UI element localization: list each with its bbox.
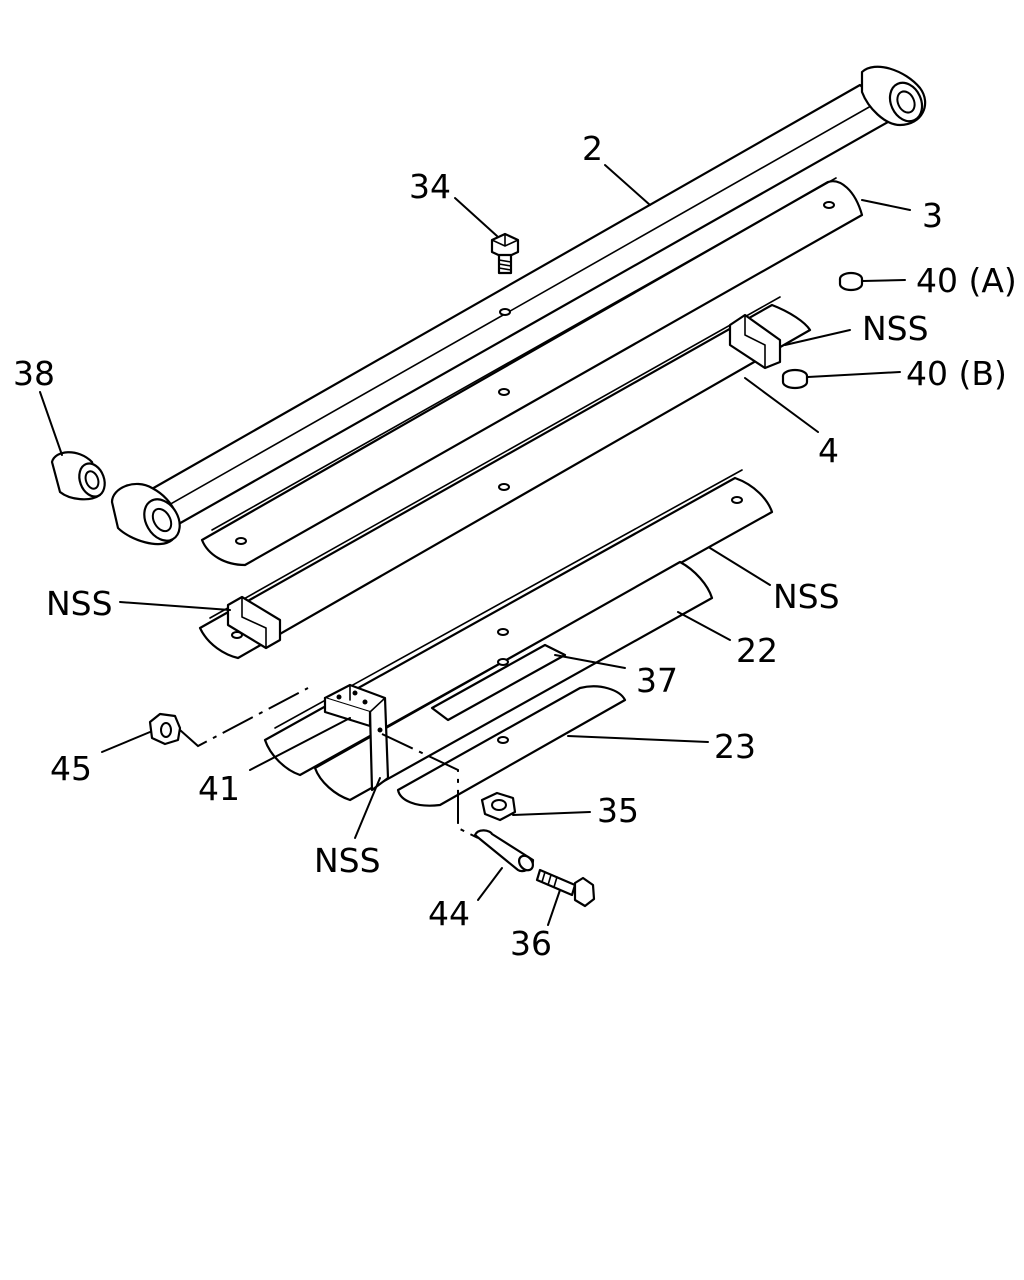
- callout-44: 44: [428, 894, 470, 933]
- callout-40a: 40 (A): [916, 261, 1017, 300]
- callout-2: 2: [582, 129, 603, 168]
- leaf-3: [200, 177, 864, 567]
- callout-nss-top: NSS: [862, 309, 929, 348]
- callout-34: 34: [409, 167, 451, 206]
- callout-23: 23: [714, 727, 756, 766]
- pad-40b: [781, 368, 809, 390]
- bracket-41: [323, 683, 390, 792]
- callout-nss-left: NSS: [46, 584, 113, 623]
- leaf-23: [396, 685, 627, 807]
- pad-37: [430, 643, 567, 722]
- callout-41: 41: [198, 769, 240, 808]
- callout-35: 35: [597, 791, 639, 830]
- bushing-38: [50, 451, 106, 501]
- callout-nss-right: NSS: [773, 577, 840, 616]
- bolt-34: [490, 232, 520, 275]
- callout-labels: 2 34 3 40 (A) NSS 40 (B) 38 4 NSS NSS 22…: [13, 129, 1017, 963]
- leader-lines: [39, 164, 911, 926]
- callout-3: 3: [922, 196, 943, 235]
- pad-40a: [838, 271, 864, 292]
- callout-36: 36: [510, 924, 552, 963]
- nut-35: [480, 791, 517, 822]
- callout-40b: 40 (B): [906, 354, 1007, 393]
- leaf-nss-lower: [263, 469, 774, 777]
- bolt-36: [535, 868, 596, 908]
- callout-37: 37: [636, 661, 678, 700]
- callout-38: 38: [13, 354, 55, 393]
- callout-45: 45: [50, 749, 92, 788]
- center-line: [179, 687, 479, 839]
- sleeve-44: [473, 829, 535, 873]
- main-leaf-2: [110, 65, 927, 546]
- nut-45: [148, 712, 182, 746]
- callout-4: 4: [818, 431, 839, 470]
- leaf-4: [198, 296, 812, 660]
- callout-22: 22: [736, 631, 778, 670]
- callout-nss-bottom: NSS: [314, 841, 381, 880]
